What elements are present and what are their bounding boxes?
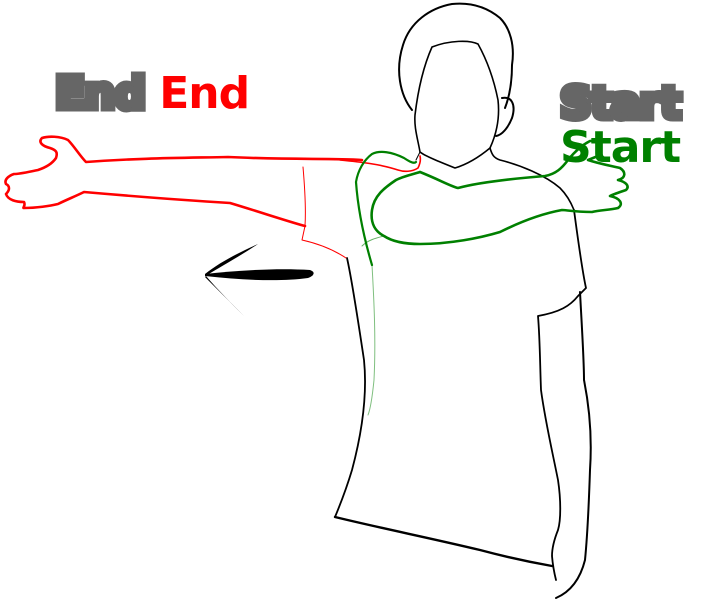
end-label-outline: End (52, 68, 150, 119)
neck-left (415, 151, 421, 161)
right-arm (555, 291, 592, 599)
face-outline (414, 40, 500, 169)
shirt-hem (333, 515, 554, 568)
end-label: End End (52, 68, 251, 119)
end-label-text: End (159, 68, 250, 119)
torso-right (537, 209, 587, 581)
start-label: Start Start (556, 78, 705, 173)
start-label-outline: Start (556, 78, 684, 129)
start-label-text: Start (560, 122, 681, 173)
start-shoulder-outline (354, 150, 418, 267)
hair-outline (398, 2, 514, 111)
start-arm-sleeve-line (361, 235, 385, 247)
end-arm-shoulder (339, 155, 422, 173)
end-arm-outline (4, 135, 364, 228)
ear-outline (495, 96, 515, 137)
neck-right (489, 147, 575, 211)
start-torso-line (367, 264, 376, 416)
arrow-left-icon (205, 244, 314, 316)
torso-left (334, 257, 366, 518)
end-arm-sleeve-line (301, 166, 347, 259)
